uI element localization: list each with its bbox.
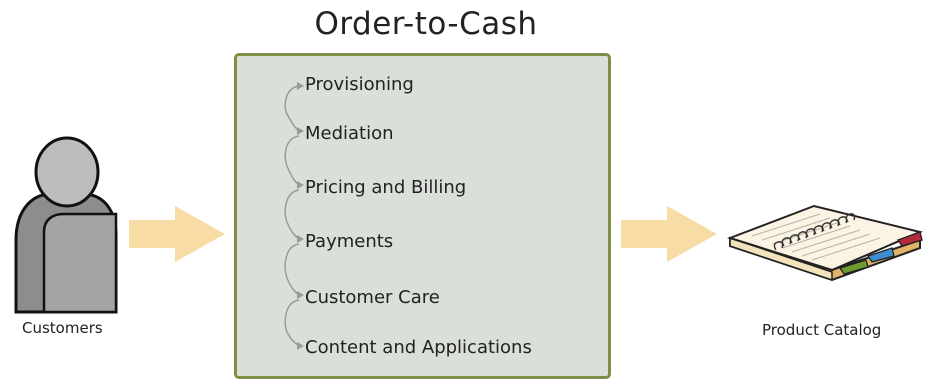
diagram-title: Order-to-Cash bbox=[314, 6, 538, 42]
step-connectors bbox=[284, 82, 304, 350]
order-to-cash-process-box: Provisioning Mediation Pricing and Billi… bbox=[234, 53, 611, 379]
step-mediation: Mediation bbox=[305, 123, 394, 144]
step-content-and-applications: Content and Applications bbox=[305, 337, 532, 358]
step-pricing-and-billing: Pricing and Billing bbox=[305, 177, 467, 198]
flow-arrow-right bbox=[621, 206, 717, 262]
customers-label: Customers bbox=[22, 319, 103, 337]
flow-arrow-left bbox=[129, 206, 225, 262]
product-catalog-label: Product Catalog bbox=[762, 321, 882, 339]
step-payments: Payments bbox=[305, 231, 394, 252]
step-customer-care: Customer Care bbox=[305, 287, 440, 308]
customer-person-icon bbox=[14, 136, 118, 314]
product-catalog-binder-icon bbox=[726, 204, 924, 282]
step-provisioning: Provisioning bbox=[305, 74, 414, 95]
